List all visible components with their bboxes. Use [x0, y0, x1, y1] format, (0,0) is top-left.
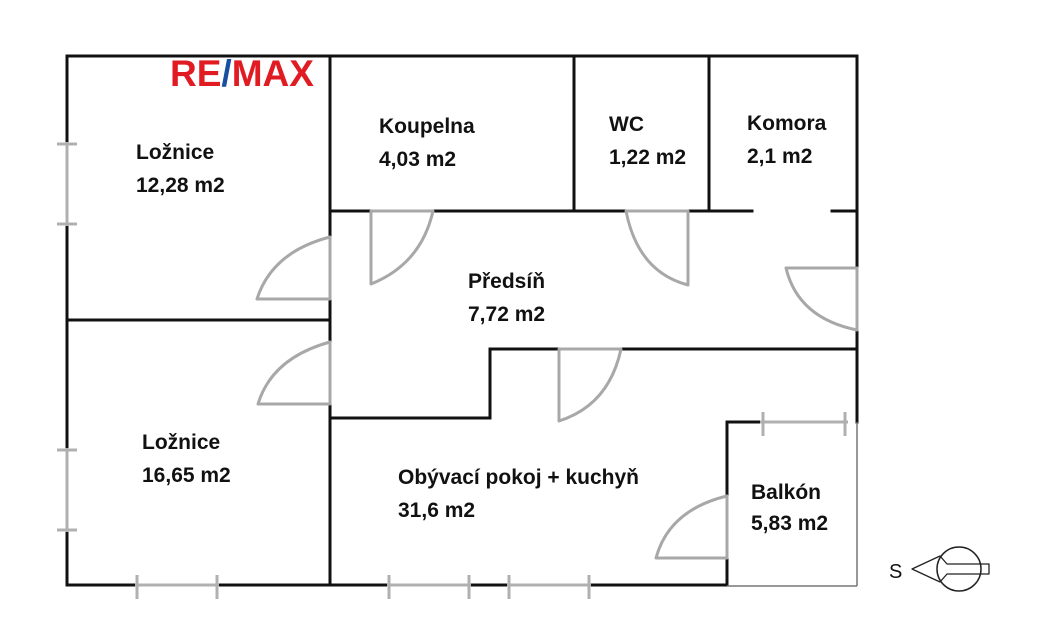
door-bathroom	[369, 209, 435, 286]
window-bottom-2	[387, 575, 471, 599]
doors	[255, 209, 859, 560]
compass: S	[889, 546, 990, 592]
room-area-obyvaci: 31,6 m2	[398, 499, 475, 522]
room-name-obyvaci: Obývací pokoj + kuchyň	[398, 466, 639, 489]
room-area-loznice-2: 16,65 m2	[142, 464, 231, 487]
room-area-predsin: 7,72 m2	[468, 303, 545, 326]
door-bedroom-2	[256, 340, 332, 406]
window-bottom-1	[135, 575, 219, 599]
room-name-koupelna: Koupelna	[379, 115, 475, 138]
window-bottom-3	[507, 575, 591, 599]
room-name-wc: WC	[609, 113, 644, 136]
remax-logo: RE/MAX	[170, 53, 314, 94]
window-balcony-top	[760, 412, 848, 436]
room-area-loznice-1: 12,28 m2	[136, 174, 225, 197]
room-name-komora: Komora	[747, 112, 827, 135]
logo-part-max: MAX	[232, 53, 315, 94]
logo-slash: /	[221, 53, 231, 94]
room-name-predsin: Předsíň	[468, 270, 545, 293]
door-bedroom-1	[255, 235, 332, 301]
room-area-koupelna: 4,03 m2	[379, 148, 456, 171]
windows	[57, 142, 848, 599]
room-name-loznice-1: Ložnice	[136, 141, 214, 164]
door-living-room	[557, 347, 623, 423]
compass-label: S	[889, 561, 902, 583]
room-labels: Ložnice 12,28 m2 Koupelna 4,03 m2 WC 1,2…	[136, 112, 828, 535]
room-name-balkon: Balkón	[751, 481, 821, 504]
door-komora	[784, 266, 859, 332]
door-wc	[624, 209, 690, 287]
window-bedroom-2	[57, 448, 77, 532]
window-bedroom-1	[57, 142, 77, 226]
svg-text:RE/MAX: RE/MAX	[170, 53, 314, 94]
room-name-loznice-2: Ložnice	[142, 431, 220, 454]
room-area-wc: 1,22 m2	[609, 146, 686, 169]
room-area-komora: 2,1 m2	[747, 145, 812, 168]
balcony-outline	[727, 422, 858, 587]
north-arrow-icon	[911, 546, 990, 592]
room-area-balkon: 5,83 m2	[751, 512, 828, 535]
logo-part-re: RE	[170, 53, 221, 94]
door-balcony	[654, 494, 729, 560]
